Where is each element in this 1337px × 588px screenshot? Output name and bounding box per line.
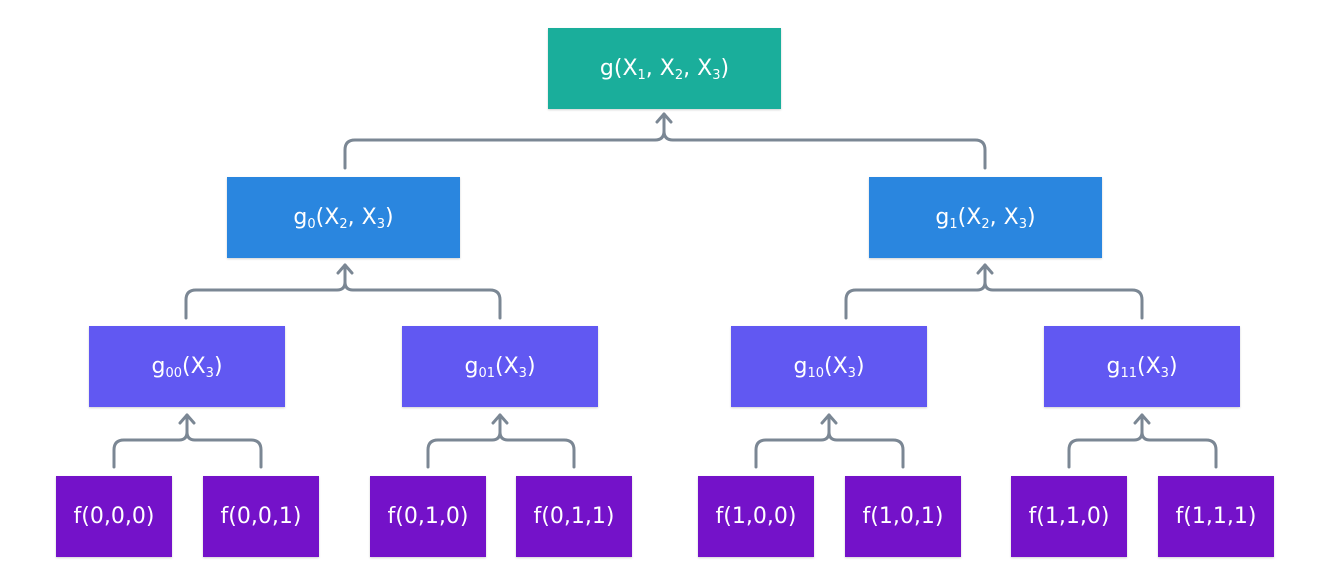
node-g11: g11(X3): [1044, 326, 1240, 407]
leaf-f000: f(0,0,0): [56, 476, 172, 557]
node-g00: g00(X3): [89, 326, 285, 407]
leaf-f001: f(0,0,1): [203, 476, 319, 557]
node-label: g1(X2, X3): [935, 205, 1036, 232]
leaf-f011: f(0,1,1): [516, 476, 632, 557]
leaf-f110: f(1,1,0): [1011, 476, 1127, 557]
connector-leaves-to-g10: [754, 413, 905, 469]
arrowhead-g00: [178, 413, 196, 425]
node-g01: g01(X3): [402, 326, 598, 407]
arrowhead-g11: [1133, 413, 1151, 425]
node-label: g11(X3): [1106, 354, 1178, 381]
connector-g10-g11-to-g1: [844, 263, 1144, 320]
leaf-f111: f(1,1,1): [1158, 476, 1274, 557]
arrowhead-g1: [976, 263, 994, 275]
leaf-f100: f(1,0,0): [698, 476, 814, 557]
connector-g0-g1-to-root: [343, 112, 987, 170]
arrowhead-g0: [336, 263, 354, 275]
leaf-f010: f(0,1,0): [370, 476, 486, 557]
arrowhead-g10: [820, 413, 838, 425]
arrowhead-root: [655, 112, 673, 124]
node-label: g0(X2, X3): [293, 205, 394, 232]
node-g0: g0(X2, X3): [227, 177, 460, 258]
connector-leaves-to-g01: [426, 413, 576, 469]
node-label: g01(X3): [464, 354, 536, 381]
node-g10: g10(X3): [731, 326, 927, 407]
node-label: g00(X3): [151, 354, 223, 381]
leaf-f101: f(1,0,1): [845, 476, 961, 557]
node-root-g: g(X1, X2, X3): [548, 28, 781, 109]
arrowhead-g01: [491, 413, 509, 425]
node-g1: g1(X2, X3): [869, 177, 1102, 258]
node-label: g(X1, X2, X3): [599, 56, 730, 83]
connector-leaves-to-g00: [112, 413, 263, 469]
connector-g00-g01-to-g0: [184, 263, 502, 320]
connector-leaves-to-g11: [1067, 413, 1218, 469]
node-label: g10(X3): [793, 354, 865, 381]
